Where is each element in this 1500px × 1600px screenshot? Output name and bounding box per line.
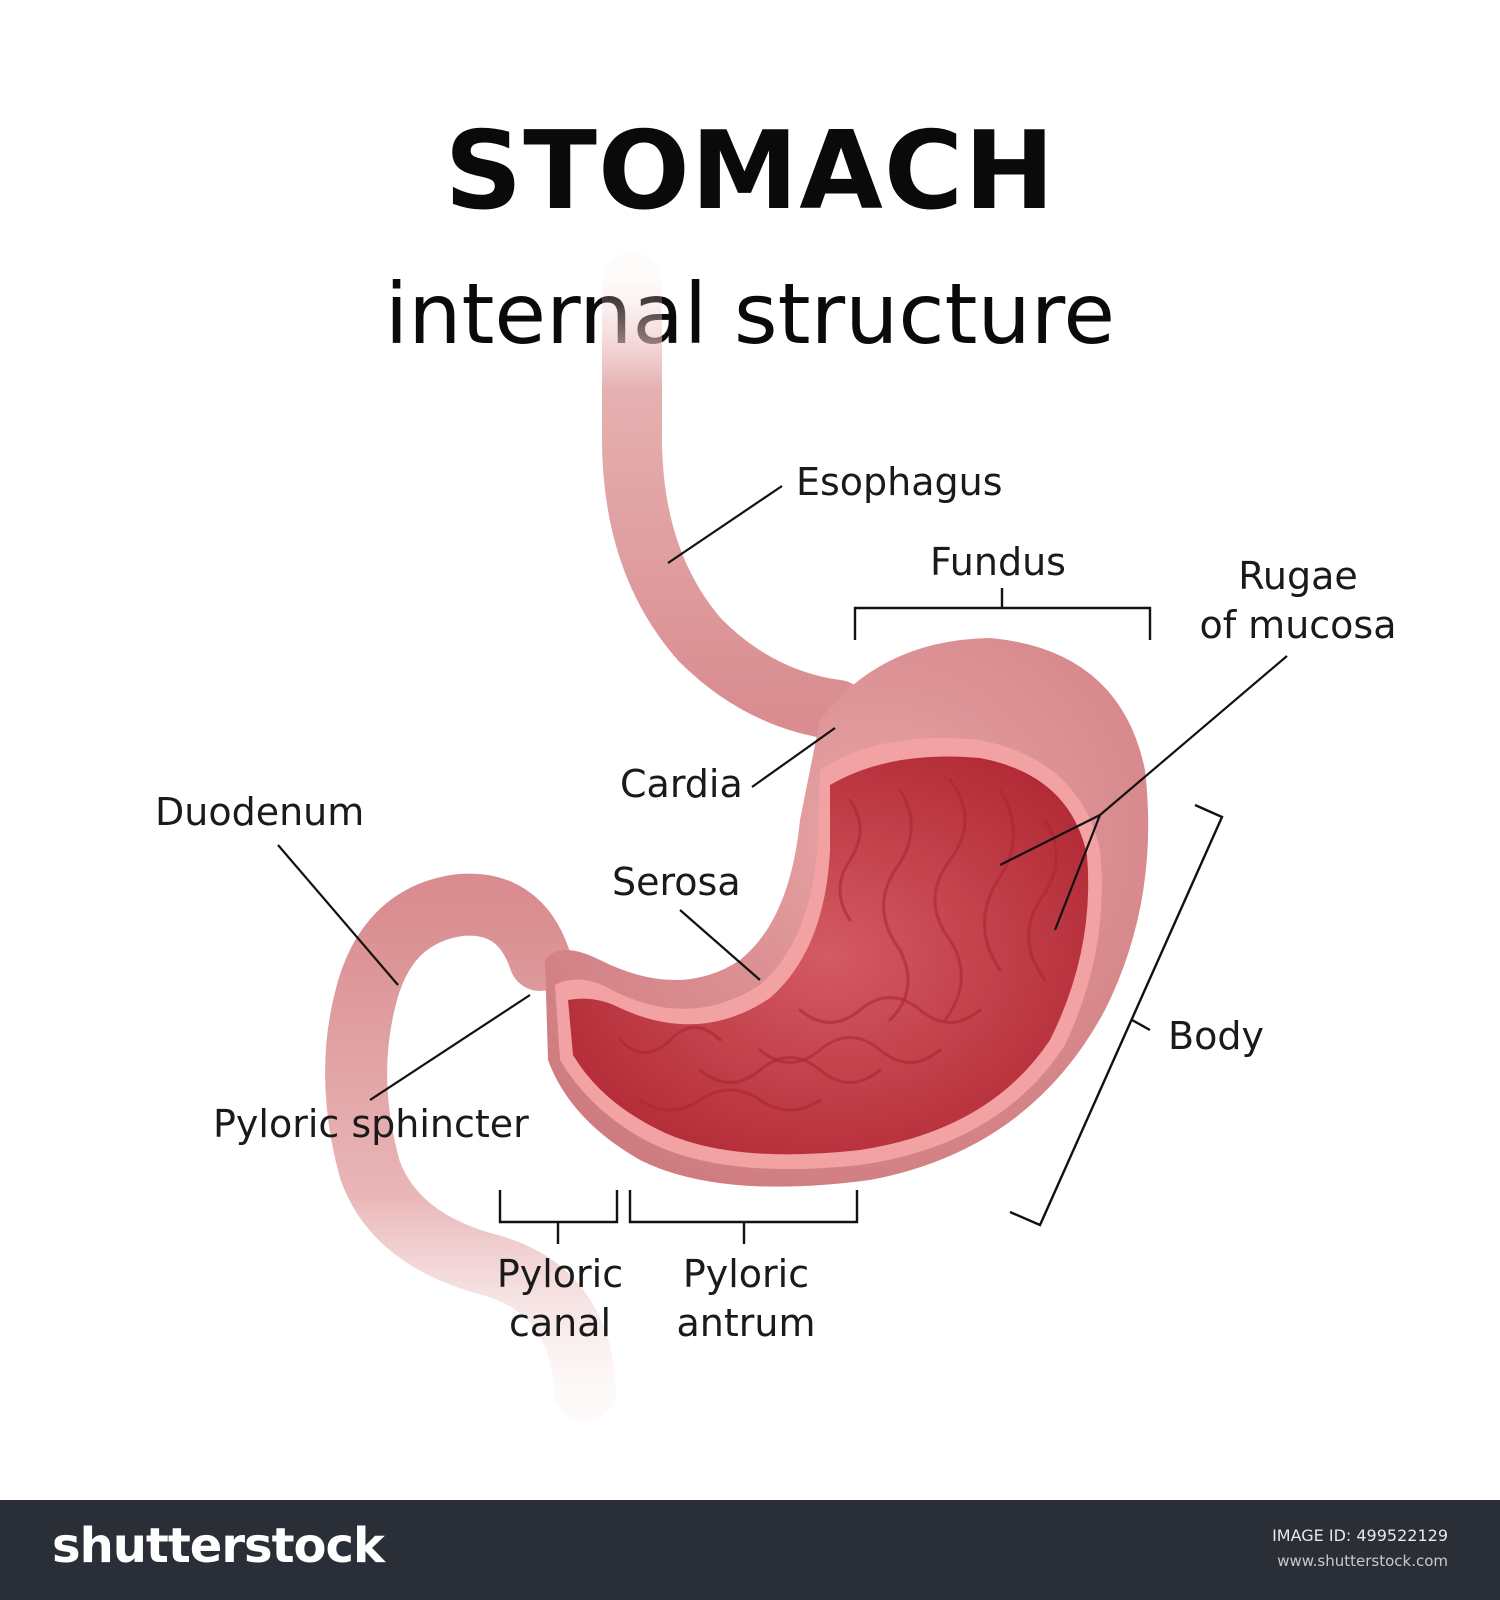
diagram-title: STOMACH	[444, 109, 1056, 234]
fundus-bracket	[853, 588, 1152, 640]
image-id-label: IMAGE ID:	[1272, 1526, 1352, 1545]
pyloric-canal-bracket	[498, 1190, 619, 1244]
brackets	[498, 588, 1224, 1244]
serosa-leader	[679, 909, 761, 981]
rugae-folds	[618, 778, 1058, 1112]
diagram-subtitle: internal structure	[384, 265, 1116, 363]
label-rugae-line2: of mucosa	[1199, 602, 1397, 647]
cardia-leader	[751, 727, 836, 788]
label-pyloric-antrum: Pyloric antrum	[656, 1250, 836, 1347]
image-id-value: 499522129	[1356, 1526, 1448, 1545]
label-rugae-line1: Rugae	[1238, 554, 1358, 598]
label-body: Body	[1168, 1014, 1264, 1058]
leader-lines	[277, 485, 1288, 1101]
pyloric-antrum-bracket	[628, 1190, 859, 1244]
esophagus-leader	[667, 485, 783, 564]
brand-logo: shutterstock	[52, 1518, 385, 1574]
esophagus-tube	[601, 252, 868, 740]
label-fundus: Fundus	[930, 540, 1066, 584]
rugae-leader-1	[1099, 655, 1288, 816]
rugae-leader-2	[999, 814, 1101, 866]
label-esophagus: Esophagus	[796, 460, 1003, 504]
label-pyloric-antrum-line2: antrum	[676, 1300, 816, 1345]
label-pyloric-sphincter: Pyloric sphincter	[213, 1102, 529, 1146]
label-pyloric-canal-line2: canal	[508, 1300, 612, 1345]
site-url: www.shutterstock.com	[1277, 1552, 1448, 1570]
duodenum-leader	[277, 844, 399, 986]
label-serosa: Serosa	[612, 860, 741, 904]
image-id: IMAGE ID: 499522129	[1272, 1526, 1448, 1545]
label-pyloric-canal-line1: Pyloric	[496, 1252, 624, 1296]
mucosa-interior	[568, 756, 1089, 1155]
footer-bar: shutterstock IMAGE ID: 499522129 www.shu…	[0, 1500, 1500, 1600]
label-cardia: Cardia	[620, 762, 743, 806]
rugae-leader-3	[1053, 814, 1102, 931]
label-duodenum: Duodenum	[155, 790, 365, 834]
pyloric-sphincter-leader	[369, 994, 531, 1101]
label-pyloric-antrum-line1: Pyloric	[682, 1252, 810, 1296]
label-pyloric-canal: Pyloric canal	[480, 1250, 640, 1347]
label-rugae: Rugae of mucosa	[1188, 552, 1408, 649]
body-bracket	[1009, 803, 1224, 1227]
stomach-illustration	[277, 252, 1288, 1421]
duodenum-tube	[325, 873, 616, 1421]
